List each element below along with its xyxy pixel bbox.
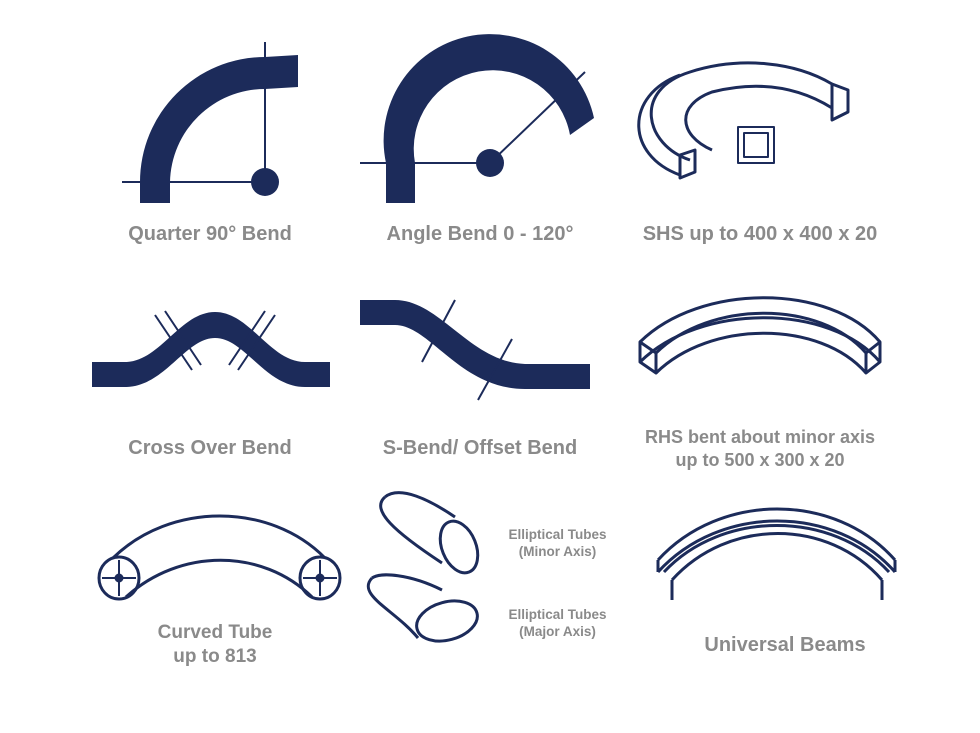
rhs-caption: RHS bent about minor axis up to 500 x 30… bbox=[644, 427, 876, 470]
s-bend-illustration bbox=[360, 299, 590, 401]
quarter-bend-caption: Quarter 90° Bend bbox=[128, 223, 292, 245]
rhs-illustration bbox=[638, 296, 882, 375]
angle-bend-caption: Angle Bend 0 - 120° bbox=[386, 223, 574, 245]
elliptical-tube-minor-illustration bbox=[379, 491, 480, 575]
universal-beams-caption: Universal Beams bbox=[704, 634, 866, 656]
cross-over-bend-illustration bbox=[92, 310, 330, 387]
s-bend-caption: S-Bend/ Offset Bend bbox=[382, 437, 578, 459]
elliptical-minor-caption: Elliptical Tubes (Minor Axis) bbox=[508, 527, 607, 559]
shs-illustration bbox=[637, 61, 850, 180]
universal-beams-illustration bbox=[656, 507, 897, 600]
elliptical-major-caption: Elliptical Tubes (Major Axis) bbox=[508, 607, 607, 639]
elliptical-tube-major-illustration bbox=[366, 573, 479, 643]
cross-over-bend-caption: Cross Over Bend bbox=[128, 437, 292, 459]
quarter-bend-illustration bbox=[122, 42, 298, 203]
shs-caption: SHS up to 400 x 400 x 20 bbox=[642, 223, 878, 245]
curved-tube-caption: Curved Tube up to 813 bbox=[157, 622, 273, 667]
angle-bend-illustration bbox=[360, 34, 594, 204]
curved-tube-illustration bbox=[97, 514, 342, 601]
